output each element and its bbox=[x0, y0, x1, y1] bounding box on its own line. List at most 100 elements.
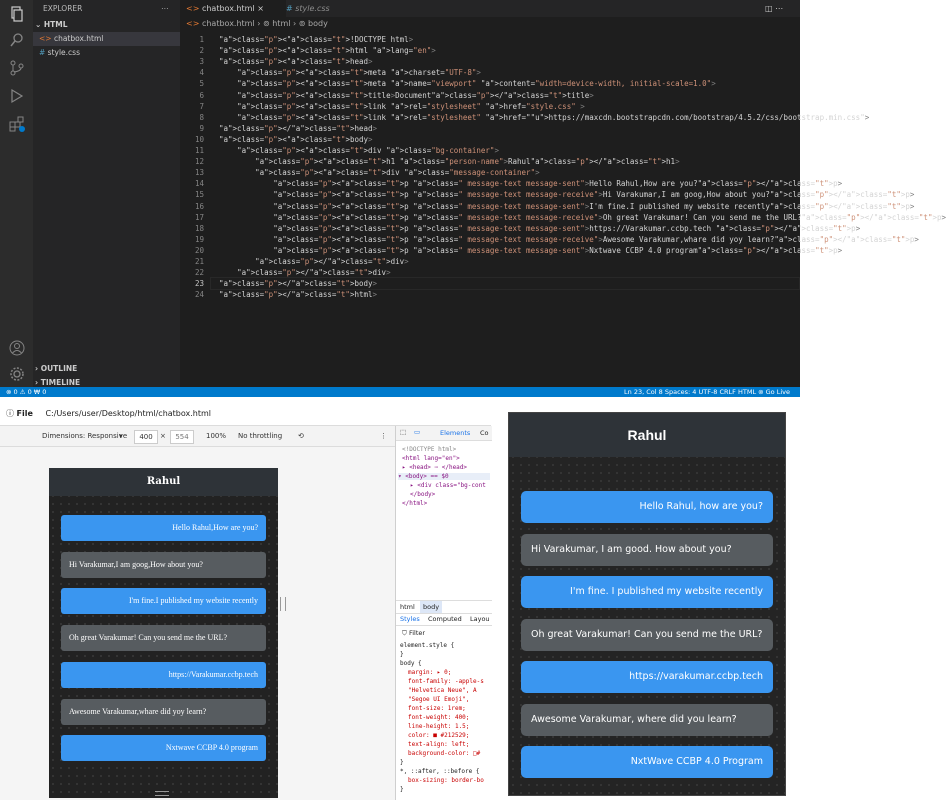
rotate-icon[interactable]: ⟲ bbox=[298, 432, 304, 440]
breadcrumb-html[interactable]: html bbox=[272, 19, 291, 28]
status-problems[interactable]: ⊗ 0 ⚠ 0 ₩ 0 bbox=[6, 388, 47, 396]
style-rule-line: margin: ▸ 0; bbox=[408, 669, 452, 676]
code-line: "a">class="p"><"a">class="t">p "a">class… bbox=[273, 245, 843, 255]
line-number: 1 bbox=[199, 35, 204, 44]
file-path[interactable]: C:/Users/user/Desktop/html/chatbox.html bbox=[45, 409, 212, 418]
style-rule-line: text-align: left; bbox=[408, 741, 470, 748]
dom-node[interactable]: </body> bbox=[410, 491, 436, 498]
line-number: 3 bbox=[199, 57, 204, 67]
dom-node[interactable]: <!DOCTYPE html> bbox=[402, 446, 457, 453]
code-editor[interactable]: 1 "a">class="p"><"a">class="t">!DOCTYPE h… bbox=[180, 31, 946, 387]
code-line: "a">class="p"><"a">class="t">div "a">cla… bbox=[237, 146, 499, 155]
line-number: 12 bbox=[194, 157, 204, 167]
device-toggle-icon[interactable]: ▭ bbox=[414, 428, 421, 436]
browser-window: ⓘ File C:/Users/user/Desktop/html/chatbo… bbox=[0, 403, 492, 800]
dimensions-select[interactable]: Dimensions: Responsive bbox=[42, 432, 128, 440]
status-right[interactable]: Ln 23, Col 8 Spaces: 4 UTF-8 CRLF HTML ⊚… bbox=[624, 388, 790, 396]
account-icon[interactable] bbox=[9, 340, 25, 356]
search-icon[interactable] bbox=[9, 32, 25, 48]
line-number: 4 bbox=[199, 68, 204, 78]
style-rule-line: "Segoe UI Emoji", bbox=[408, 696, 470, 703]
tab-style-css[interactable]: # style.css bbox=[286, 4, 330, 13]
chat-message-recv: Oh great Varakumar! Can you send me the … bbox=[521, 618, 773, 651]
code-line: "a">class="p"><"a">class="t">!DOCTYPE ht… bbox=[219, 35, 414, 44]
dom-node[interactable]: ▾ <body> == $0 bbox=[398, 473, 490, 480]
breadcrumb-file[interactable]: chatbox.html bbox=[201, 19, 255, 28]
style-rule-line: box-sizing: border-bo bbox=[408, 777, 484, 784]
height-input[interactable]: 554 bbox=[170, 430, 194, 444]
tab-chatbox-html[interactable]: <> chatbox.html × bbox=[180, 0, 286, 17]
tab-elements[interactable]: Elements bbox=[440, 429, 471, 437]
line-number: 23 bbox=[194, 279, 204, 289]
width-input[interactable]: 400 bbox=[134, 430, 158, 444]
dom-node[interactable]: ▸ <div class="bg-cont bbox=[410, 482, 486, 489]
css-file-icon: # bbox=[39, 48, 48, 57]
info-icon[interactable]: ⓘ bbox=[6, 409, 14, 418]
status-bar: ⊗ 0 ⚠ 0 ₩ 0 Ln 23, Col 8 Spaces: 4 UTF-8… bbox=[0, 387, 800, 397]
close-icon[interactable]: × bbox=[257, 4, 264, 13]
code-line: "a">class="p"><"a">class="t">p "a">class… bbox=[273, 212, 946, 222]
line-number: 7 bbox=[199, 101, 204, 111]
code-line: "a">class="p"><"a">class="t">link "a">re… bbox=[237, 112, 870, 122]
resize-handle-right[interactable] bbox=[280, 597, 286, 611]
folder-html[interactable]: ⌄ HTML bbox=[35, 20, 68, 29]
tab-computed[interactable]: Computed bbox=[428, 615, 462, 623]
preview-message-sent: I'm fine.I published my website recently bbox=[61, 588, 266, 615]
styles-tabbar: Styles Computed Layou bbox=[396, 613, 492, 626]
preview-message-recv: Oh great Varakumar! Can you send me the … bbox=[61, 625, 266, 652]
filter-input[interactable]: ⛉ Filter bbox=[402, 629, 426, 637]
code-line: "a">class="p"><"a">class="t">html "a">la… bbox=[219, 46, 436, 56]
line-number: 13 bbox=[194, 168, 204, 178]
line-number: 18 bbox=[194, 223, 204, 233]
style-rule-line: } bbox=[400, 786, 404, 793]
file-item-style[interactable]: # style.css bbox=[39, 48, 80, 57]
tab-console[interactable]: Co bbox=[480, 429, 489, 437]
dom-node[interactable]: <html lang="en"> bbox=[402, 455, 460, 462]
outline-section[interactable]: › OUTLINE bbox=[35, 364, 78, 373]
html-file-icon: <> bbox=[186, 19, 200, 28]
address-bar[interactable]: ⓘ File C:/Users/user/Desktop/html/chatbo… bbox=[0, 403, 491, 426]
file-item-chatbox[interactable]: <> chatbox.html bbox=[33, 32, 186, 46]
crumb-html[interactable]: html bbox=[400, 603, 415, 611]
line-number: 14 bbox=[194, 179, 204, 189]
preview-page: Rahul Hello Rahul,How are you?Hi Varakum… bbox=[49, 468, 278, 798]
files-icon[interactable] bbox=[9, 6, 25, 22]
resize-handle-bottom[interactable] bbox=[155, 791, 169, 796]
more-options-icon[interactable]: ⋮ bbox=[380, 432, 387, 440]
css-file-icon: # bbox=[286, 4, 296, 13]
zoom-select[interactable]: 100% bbox=[206, 432, 227, 440]
tab-styles[interactable]: Styles bbox=[400, 615, 420, 623]
line-number: 6 bbox=[199, 90, 204, 100]
split-editor-icon[interactable]: ◫ ⋯ bbox=[765, 4, 784, 13]
extensions-icon[interactable] bbox=[9, 116, 25, 132]
line-number: 17 bbox=[194, 212, 204, 222]
code-line: "a">class="p"><"a">class="t">div "a">cla… bbox=[255, 168, 540, 178]
preview-message-sent: https://Varakumar.ccbp.tech bbox=[61, 661, 266, 688]
dom-node[interactable]: </html> bbox=[402, 500, 428, 507]
line-number: 5 bbox=[199, 79, 204, 89]
timeline-section[interactable]: › TIMELINE bbox=[35, 378, 81, 387]
breadcrumb: <> chatbox.html › ⊚ html › ⊚ body bbox=[180, 17, 800, 31]
chat-message-sent: NxtWave CCBP 4.0 Program bbox=[521, 746, 773, 778]
inspect-icon[interactable]: ⬚ bbox=[400, 428, 407, 436]
line-number: 21 bbox=[194, 257, 204, 266]
line-number: 20 bbox=[194, 245, 204, 255]
html-file-icon: <> bbox=[186, 4, 202, 13]
dom-breadcrumb: html body bbox=[396, 600, 492, 614]
line-number: 15 bbox=[194, 190, 204, 200]
run-debug-icon[interactable] bbox=[9, 88, 25, 104]
line-number: 24 bbox=[194, 290, 204, 300]
tab-layout[interactable]: Layou bbox=[470, 615, 490, 623]
chat-message-sent: Hello Rahul, how are you? bbox=[521, 491, 773, 523]
more-actions-icon[interactable]: ⋯ bbox=[161, 4, 169, 13]
style-rule-line: background-color: □# bbox=[408, 750, 481, 757]
source-control-icon[interactable] bbox=[9, 60, 25, 76]
code-line: "a">class="p"><"a">class="t">p "a">class… bbox=[273, 223, 861, 233]
code-line: "a">class="p"></"a">class="t">html> bbox=[219, 290, 378, 300]
breadcrumb-body[interactable]: body bbox=[308, 19, 328, 28]
dom-node[interactable]: ▸ <head> ⋯ </head> bbox=[402, 464, 468, 471]
settings-gear-icon[interactable] bbox=[9, 366, 25, 382]
crumb-body[interactable]: body bbox=[420, 601, 443, 613]
throttling-select[interactable]: No throttling bbox=[238, 432, 283, 440]
explorer-sidebar: EXPLORER ⋯ ⌄ HTML <> chatbox.html # styl… bbox=[33, 0, 186, 397]
